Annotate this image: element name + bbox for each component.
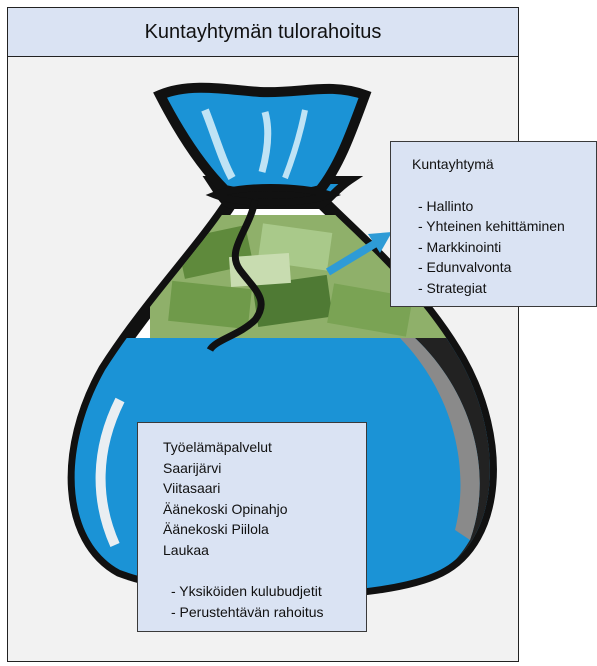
unit-label: Viitasaari — [163, 480, 221, 496]
arrow-to-kuntayhtyma — [325, 232, 392, 276]
list-item: - Yhteinen kehittäminen — [418, 218, 565, 234]
unit-label: Laukaa — [163, 541, 209, 558]
kuntayhtyma-box: Kuntayhtymä - Hallinto - Yhteinen kehitt… — [390, 141, 597, 307]
units-box: Työelämäpalvelut Saarijärvi Viitasaari Ä… — [137, 422, 367, 632]
unit-label: Äänekoski Opinahjo — [163, 500, 288, 517]
diagram-title: Kuntayhtymän tulorahoitus — [8, 8, 518, 57]
bag-top — [153, 82, 372, 200]
list-item: - Edunvalvonta — [418, 259, 512, 275]
bag-string — [205, 184, 342, 206]
unit-label: Saarijärvi — [163, 459, 222, 476]
list-item: - Strategiat — [418, 279, 487, 296]
list-item: - Yksiköiden kulubudjetit — [171, 583, 322, 599]
list-item: - Markkinointi — [418, 238, 502, 255]
list-item: - Hallinto — [418, 197, 474, 214]
unit-label: Äänekoski Piilola — [163, 521, 269, 537]
kuntayhtyma-heading: Kuntayhtymä — [412, 156, 494, 172]
list-item: - Perustehtävän rahoitus — [171, 603, 324, 620]
unit-label: Työelämäpalvelut — [163, 439, 272, 455]
